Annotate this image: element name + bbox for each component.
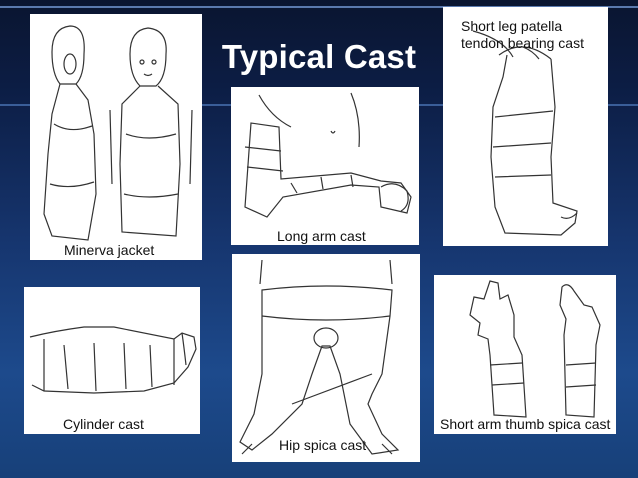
caption-hip-spica-cast: Hip spica cast	[279, 437, 367, 453]
figure-long-arm-cast: Long arm cast	[231, 87, 419, 245]
caption-long-arm-cast: Long arm cast	[277, 228, 366, 244]
caption-cylinder-cast: Cylinder cast	[63, 416, 144, 432]
figure-thumb-spica-cast: Short arm thumb spica cast	[434, 275, 616, 434]
short-leg-cast-illustration	[472, 30, 578, 236]
minerva-jacket-illustration	[43, 25, 193, 241]
figure-cylinder-cast: Cylinder cast	[24, 287, 200, 434]
caption-thumb-spica-cast: Short arm thumb spica cast	[440, 416, 611, 432]
caption-minerva-jacket: Minerva jacket	[64, 242, 155, 258]
figure-hip-spica-cast: Hip spica cast	[232, 254, 420, 462]
hip-spica-cast-illustration	[239, 259, 400, 455]
slide-title: Typical Cast	[221, 38, 417, 75]
figure-short-leg-cast: Short leg patella tendon bearing cast	[443, 7, 608, 246]
cylinder-cast-illustration	[29, 326, 197, 394]
figure-minerva-jacket: Minerva jacket	[30, 14, 202, 260]
top-accent-band	[0, 6, 638, 8]
caption-short-leg-line2: tendon bearing cast	[461, 35, 584, 51]
long-arm-cast-illustration	[244, 92, 412, 218]
thumb-spica-cast-illustration	[469, 280, 601, 418]
caption-short-leg-line1: Short leg patella	[461, 18, 563, 34]
